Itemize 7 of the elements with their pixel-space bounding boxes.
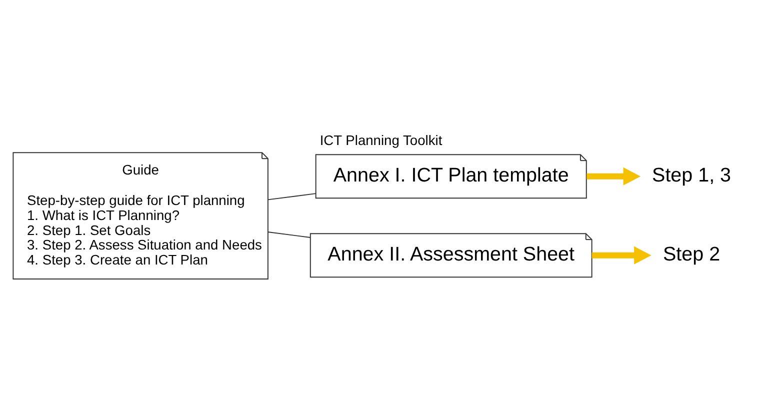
arrow [586, 167, 641, 186]
connector [267, 232, 311, 238]
node-text: Step 2 [663, 243, 720, 266]
connector [267, 193, 316, 200]
diagram-title: ICT Planning Toolkit [320, 132, 442, 148]
arrow [592, 246, 652, 264]
node-text: Step 1, 3 [652, 164, 732, 186]
